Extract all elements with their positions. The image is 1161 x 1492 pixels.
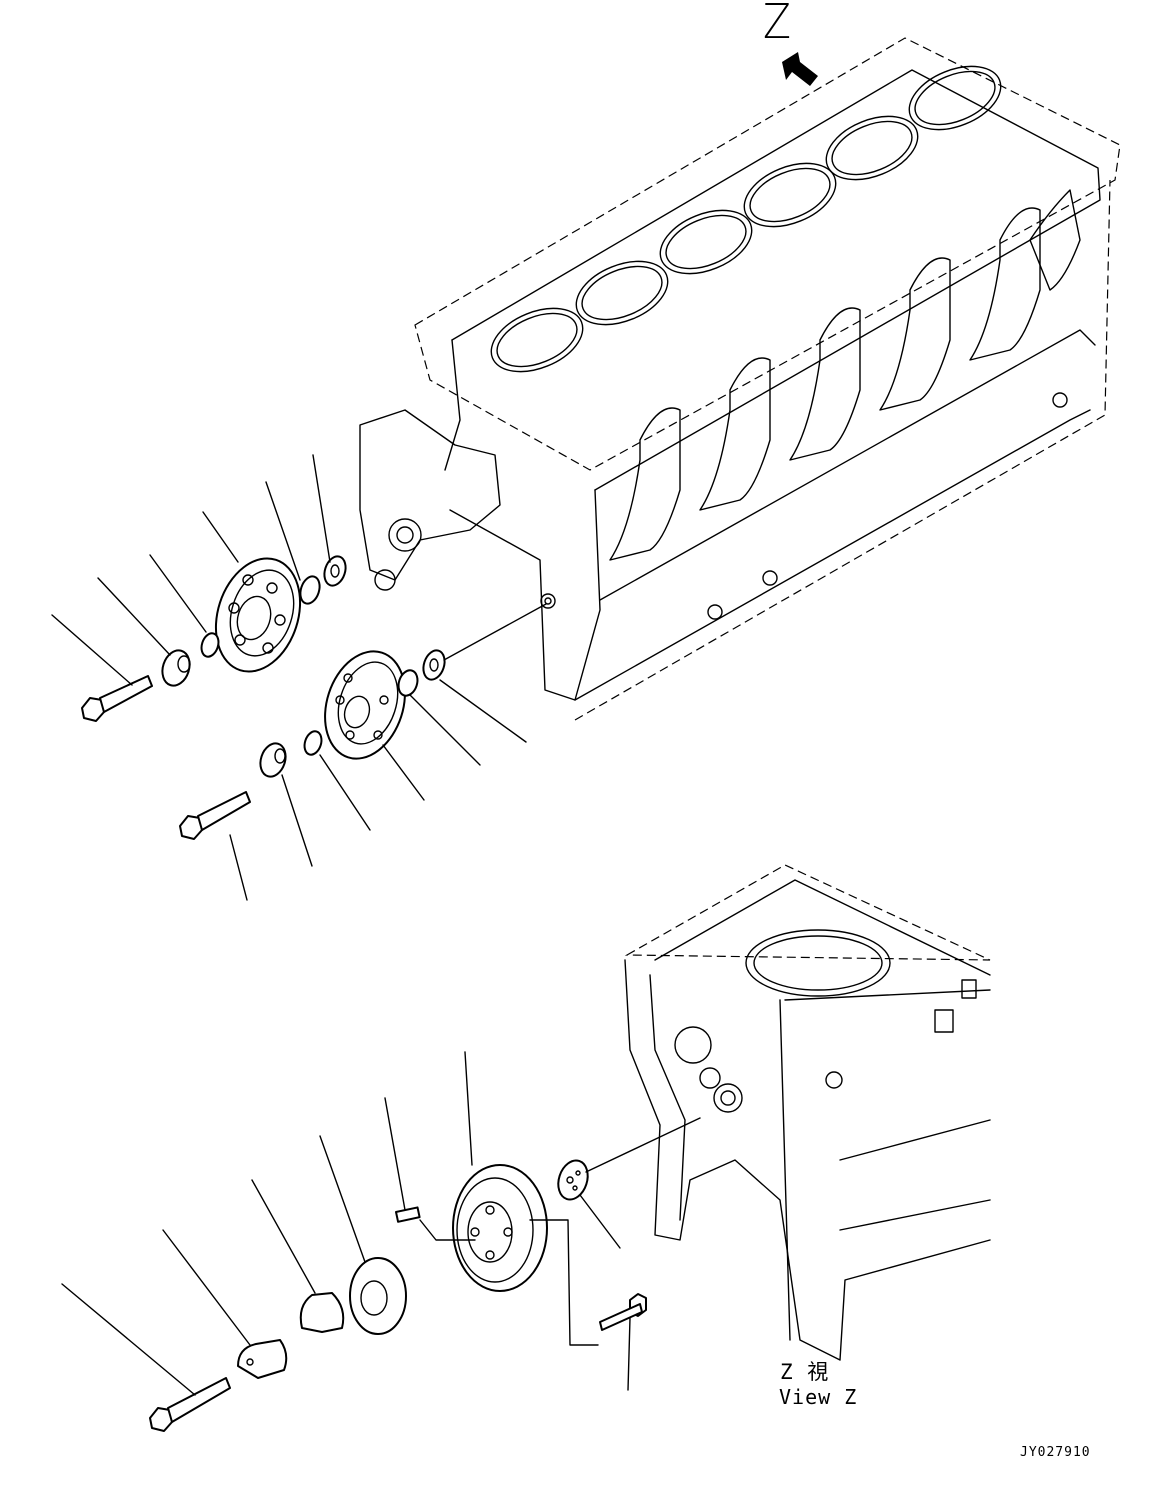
upper-idler-gear [214,557,302,673]
lower-engine-block-view-z [624,864,991,1361]
bushing [299,1292,345,1333]
dowel-pin [395,1206,421,1223]
view-caption-japanese: Z 視 [780,1360,830,1384]
lower-idler-gear [324,650,406,760]
thrust-plate [557,1159,589,1201]
lower-bolt [179,791,251,840]
view-direction-arrow-icon [782,52,818,86]
upper-bolt [81,675,153,722]
upper-exploded-parts [51,454,547,901]
crank-gear [452,1164,548,1292]
cylinder-bores [490,65,1002,373]
drawing-code: JY027910 [1020,1445,1091,1460]
lower-exploded-parts [61,1051,701,1432]
upper-engine-block [359,37,1121,721]
sleeve-bearing [349,1257,407,1335]
crank-bolt-long [149,1377,231,1432]
crank-bolt-short [599,1293,647,1331]
view-caption-english: View Z [779,1385,858,1409]
view-marker-letter: Z [763,0,791,50]
hub-plate [237,1339,288,1379]
